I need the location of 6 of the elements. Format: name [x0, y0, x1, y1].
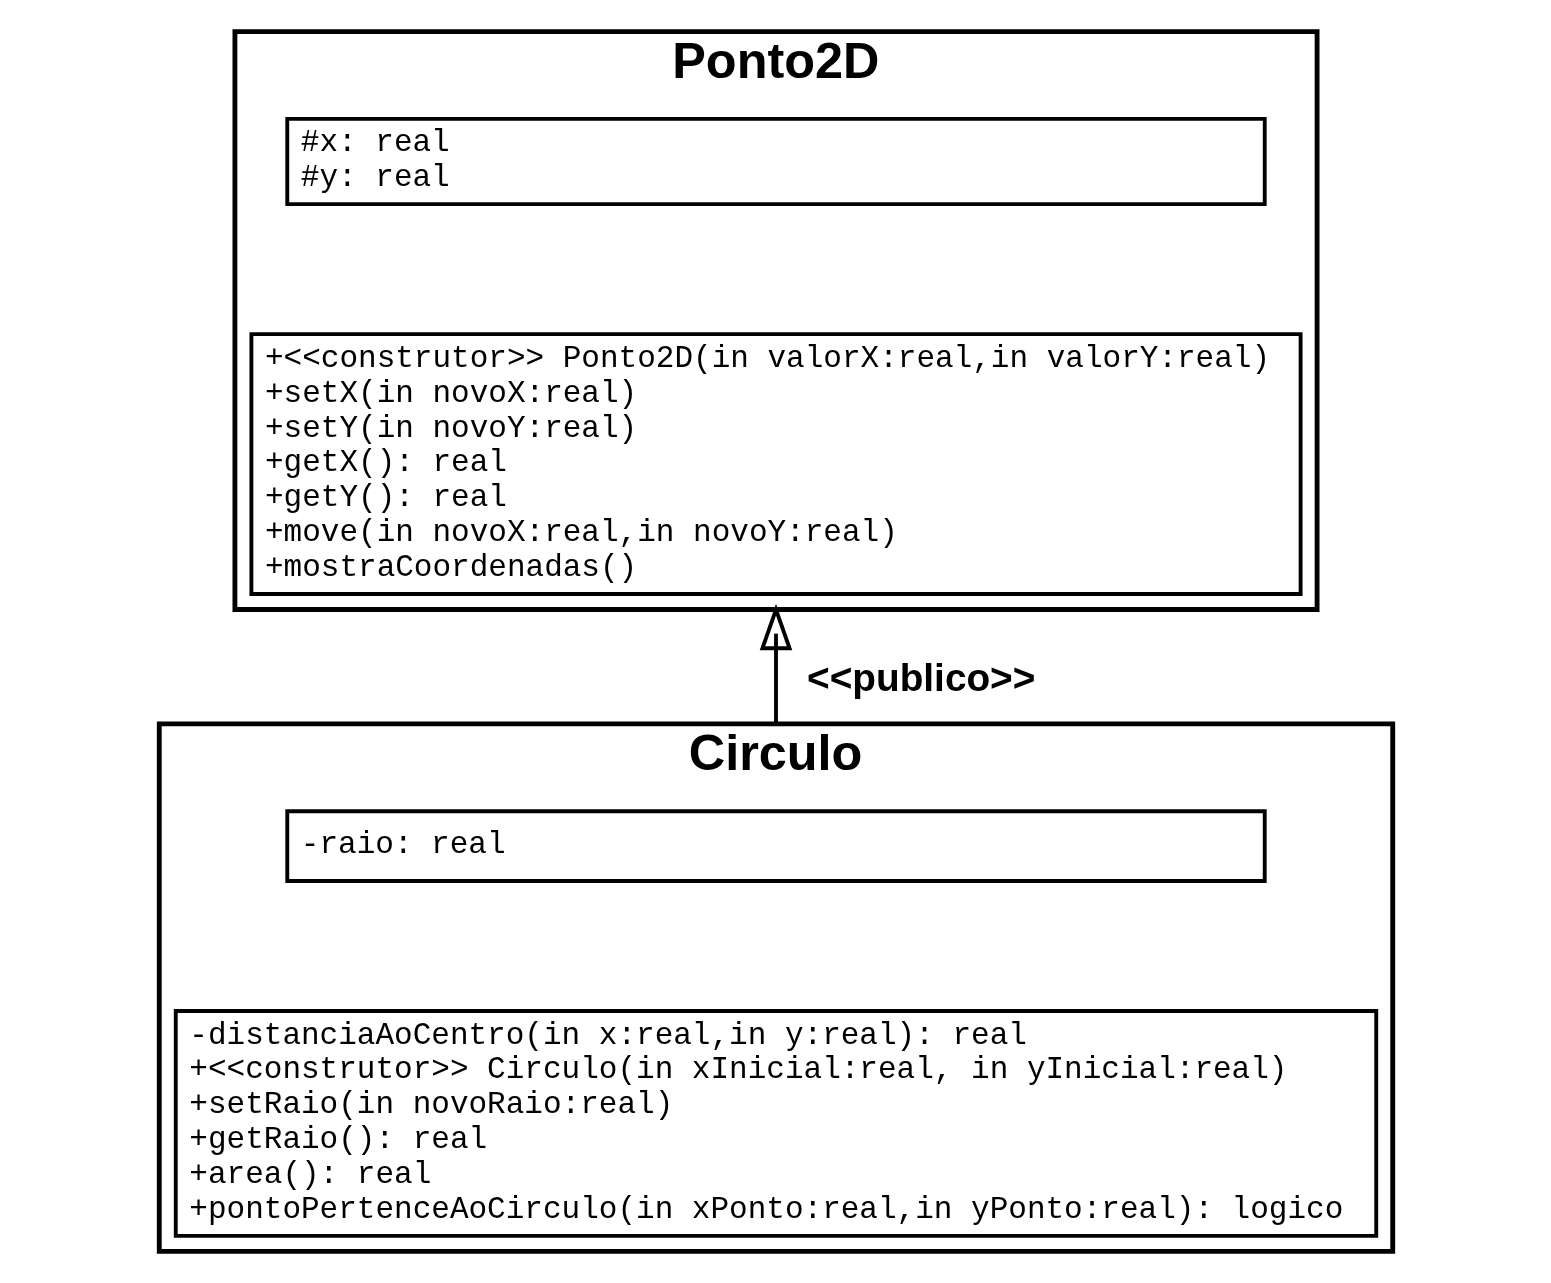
edge-label: <<publico>>: [806, 655, 1035, 699]
node-box: -distanciaAoCentro(in x:real,in y:real): real +<<construtor>> Circulo(in xInicial:real, in yInicial:real) +setRaio(in novoRaio:real) +getRaio(): real +area(): real +pontoPertenceAoCirculo(in xPonto:real,in yPonto:real): logico: [173, 1009, 1378, 1238]
node-box: +<<construtor>> Ponto2D(in valorX:real,in valorY:real) +setX(in novoX:real) +setY(in novoY:real) +getX(): real +getY(): real +move(in novoX:real,in novoY:real) +mostraCoordenadas(): [248, 332, 1303, 596]
node-box: #x: real #y: real: [284, 116, 1267, 207]
arrow: [759, 603, 792, 724]
node-box: -raio: real: [284, 809, 1267, 883]
